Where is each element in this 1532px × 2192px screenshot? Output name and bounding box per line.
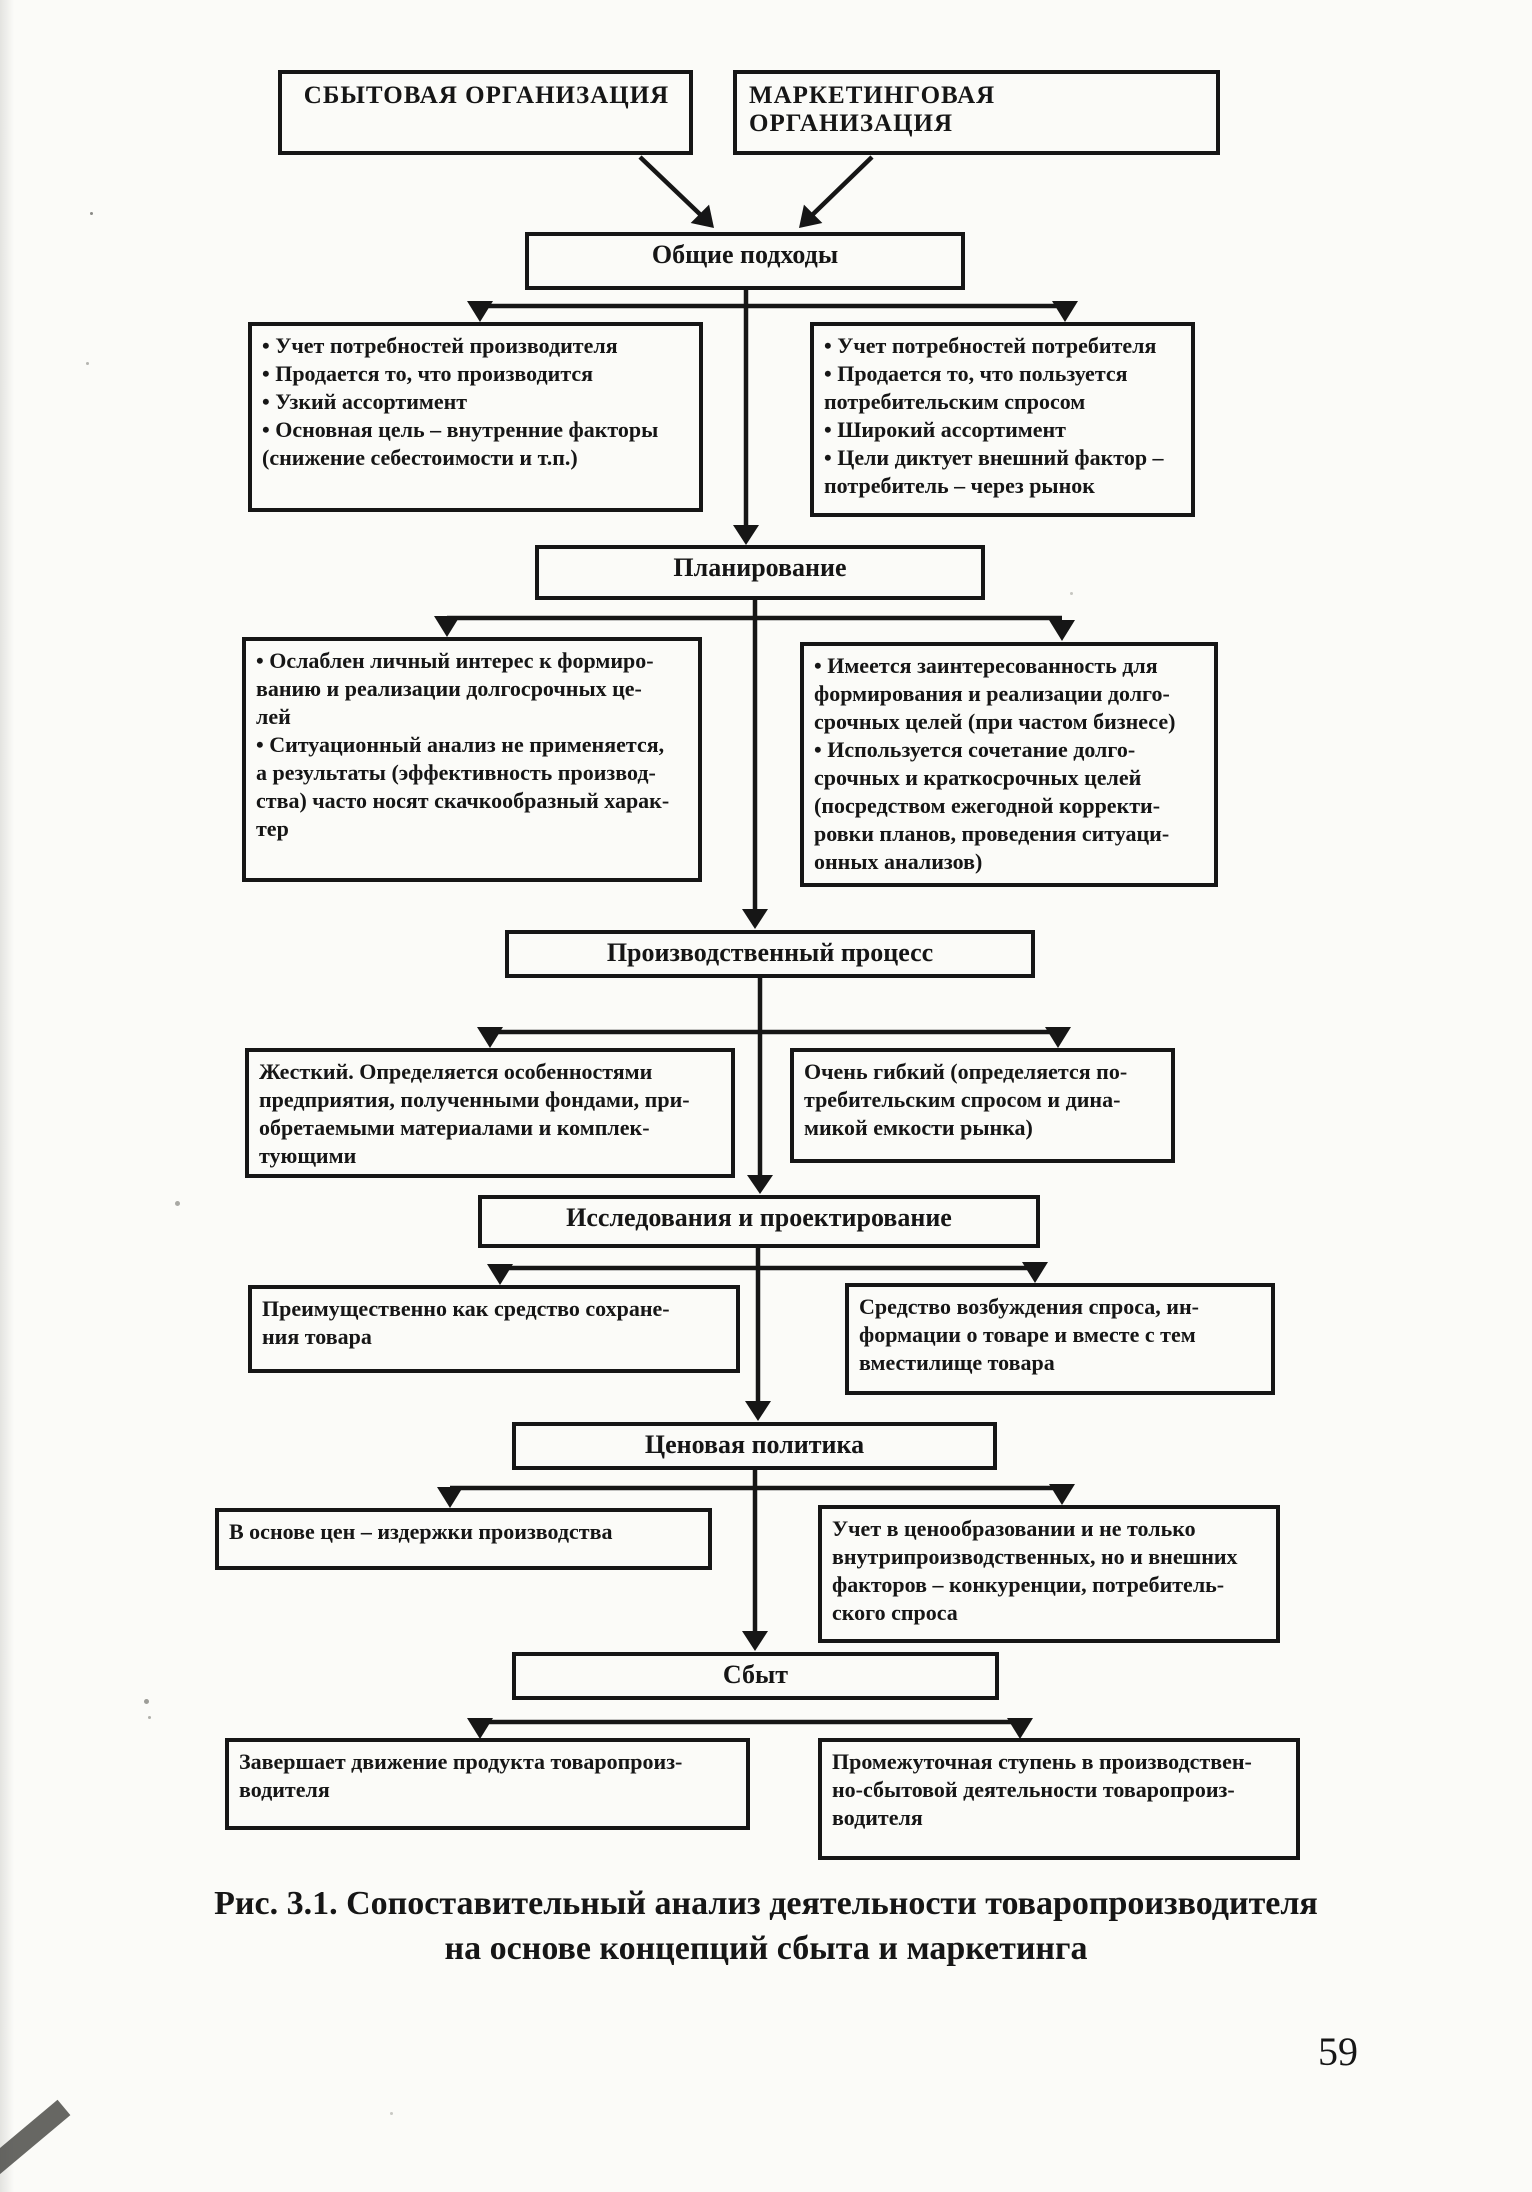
stage-title-planning: Планирование [535,545,985,600]
page-number: 59 [1318,2029,1358,2074]
scan-speckles [90,212,93,215]
stage-title-research-design: Исследования и проектирование [478,1195,1040,1248]
stage6-right-marketing-view: Промежуточная ступень в производствен- н… [818,1738,1300,1860]
stage5-left-sales-view: В основе цен – издержки производства [215,1508,712,1570]
stage2-right-marketing-view: • Имеется заинтересованность для формиро… [800,642,1218,887]
box-sales-organization: СБЫТОВАЯ ОРГАНИЗАЦИЯ [278,70,693,155]
stage-title-pricing-policy: Ценовая политика [512,1422,997,1470]
stage2-left-sales-view: • Ослаблен личный интерес к формиро- ван… [242,637,702,882]
stage4-right-marketing-view: Средство возбуждения спроса, ин- формаци… [845,1283,1275,1395]
stage-title-common-approaches: Общие подходы [525,232,965,290]
stage4-left-sales-view: Преимущественно как средство сохране- ни… [248,1285,740,1373]
stage5-right-marketing-view: Учет в ценообразовании и не только внутр… [818,1505,1280,1643]
stage3-right-marketing-view: Очень гибкий (определяется по- требитель… [790,1048,1175,1163]
figure-caption-line1: Рис. 3.1. Сопоставительный анализ деятел… [214,1885,1318,1922]
scan-edge-shade [0,0,14,2192]
figure-caption-line2: на основе концепций сбыта и маркетинга [444,1929,1088,1967]
stage1-left-sales-view: • Учет потребностей производителя • Прод… [248,322,703,512]
stage-title-production-process: Производственный процесс [505,930,1035,978]
figure-caption: Рис. 3.1. Сопоставительный анализ деятел… [0,1882,1532,1972]
box-marketing-organization: МАРКЕТИНГОВАЯ ОРГАНИЗАЦИЯ [733,70,1220,155]
marketing-organization-label: МАРКЕТИНГОВАЯ ОРГАНИЗАЦИЯ [749,82,996,137]
stage6-left-sales-view: Завершает движение продукта товаропроиз-… [225,1738,750,1830]
sales-organization-label: СБЫТОВАЯ ОРГАНИЗАЦИЯ [303,82,670,109]
stage1-right-marketing-view: • Учет потребностей потребителя • Продае… [810,322,1195,517]
stage-title-distribution: Сбыт [512,1652,999,1700]
stage3-left-sales-view: Жесткий. Определяется особенностями пред… [245,1048,735,1178]
